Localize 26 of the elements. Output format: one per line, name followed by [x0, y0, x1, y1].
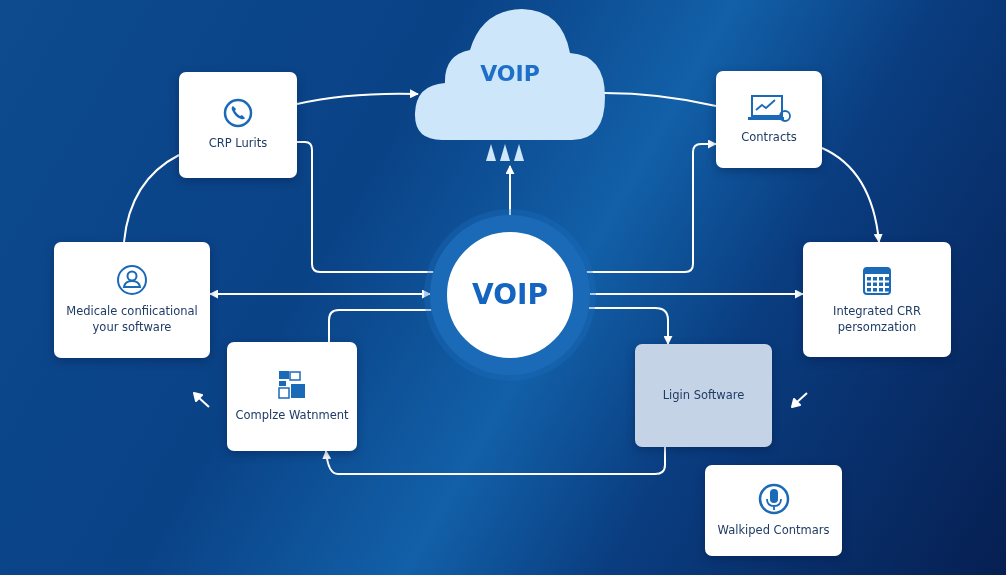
- arrow: [587, 307, 673, 345]
- node-label: Medicale confiicational your software: [65, 304, 199, 336]
- process-box: [635, 344, 772, 447]
- arrow: [322, 446, 666, 475]
- node-label: Contracts: [740, 129, 798, 146]
- node-label: Integrated CRR persomzation: [832, 304, 922, 335]
- process-box: [705, 465, 842, 556]
- arrow-icon: [193, 392, 210, 408]
- node-label: Ligin Software: [661, 387, 746, 404]
- process-box: [716, 71, 822, 168]
- arrow: [585, 139, 717, 273]
- arrow: [821, 147, 883, 243]
- arrow: [296, 89, 419, 105]
- process-box: [179, 72, 297, 178]
- arrow: [209, 289, 431, 299]
- arrow: [589, 289, 804, 299]
- process-box: [227, 342, 357, 451]
- node-label: Walkiped Contmars: [716, 522, 831, 539]
- process-box: [54, 242, 210, 358]
- process-box: [803, 242, 951, 357]
- arrow: [505, 165, 515, 216]
- node-label: VOIP: [471, 277, 549, 314]
- arrow-icon: [791, 392, 808, 408]
- node-label: Complze Watnment: [234, 407, 350, 424]
- node-label: VOIP: [479, 59, 541, 88]
- node-label: CRP Lurits: [207, 136, 269, 152]
